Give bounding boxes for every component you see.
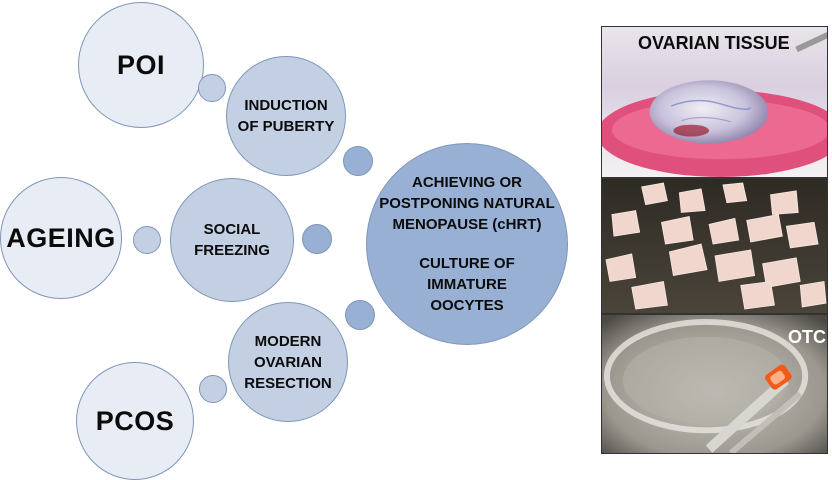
otc-caption: OTC bbox=[788, 327, 826, 347]
ovarian-tissue-image bbox=[602, 27, 827, 177]
otc-photo: OTC bbox=[601, 314, 828, 454]
ovarian-tissue-caption: OVARIAN TISSUE bbox=[638, 33, 790, 53]
social-freezing-circle: SOCIAL FREEZING bbox=[170, 178, 294, 302]
connector-dot-poi bbox=[198, 74, 226, 102]
pcos-circle: PCOS bbox=[76, 362, 194, 480]
puberty-circle: INDUCTION OF PUBERTY bbox=[226, 56, 346, 176]
puberty-label: INDUCTION OF PUBERTY bbox=[237, 97, 335, 135]
poi-label: POI bbox=[116, 49, 165, 80]
otc-image bbox=[602, 315, 827, 453]
pcos-label: PCOS bbox=[95, 405, 175, 436]
center-circle: ACHIEVING OR POSTPONING NATURAL MENOPAUS… bbox=[366, 143, 568, 345]
tissue-fragments-image bbox=[602, 179, 827, 313]
menopause-label: ACHIEVING OR POSTPONING NATURAL MENOPAUS… bbox=[379, 174, 555, 233]
ageing-label: AGEING bbox=[6, 222, 116, 253]
resection-label: MODERN OVARIAN RESECTION bbox=[244, 332, 332, 392]
poi-circle: POI bbox=[78, 2, 204, 128]
ovarian-tissue-photo: OVARIAN TISSUE bbox=[601, 26, 828, 178]
resection-circle: MODERN OVARIAN RESECTION bbox=[228, 302, 348, 422]
center-text: ACHIEVING OR POSTPONING NATURAL MENOPAUS… bbox=[379, 172, 555, 316]
tissue-fragments-photo bbox=[601, 178, 828, 314]
connector-dot-ageing bbox=[133, 226, 161, 254]
connector-dot-puberty bbox=[343, 146, 373, 176]
connector-dot-resection bbox=[345, 300, 375, 330]
connector-dot-pcos bbox=[199, 375, 227, 403]
oocyte-culture-label: CULTURE OF IMMATURE OOCYTES bbox=[419, 255, 515, 314]
connector-dot-social bbox=[302, 224, 332, 254]
social-freezing-label: SOCIAL FREEZING bbox=[194, 221, 270, 259]
ageing-circle: AGEING bbox=[0, 177, 122, 299]
